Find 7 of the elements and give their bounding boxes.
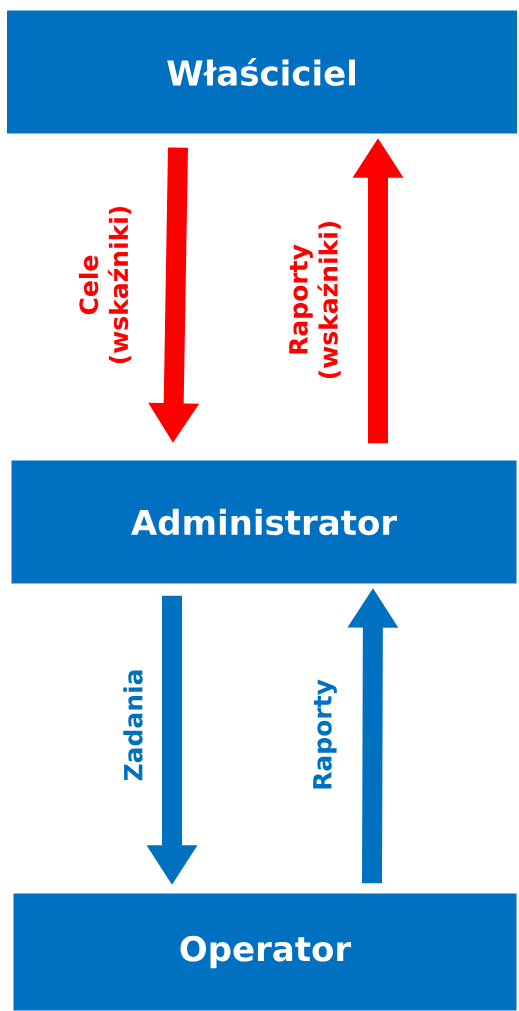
edge-label: Raporty (wskaźniki) [288,214,342,386]
role-box: Operator [13,893,517,1011]
edge-label: Zadania [122,639,144,811]
role-box: Właściciel [7,10,517,134]
role-box: Administrator [11,460,517,584]
edge-label: Raporty [312,649,338,821]
edge-label: Cele (wskaźniki) [77,199,133,371]
